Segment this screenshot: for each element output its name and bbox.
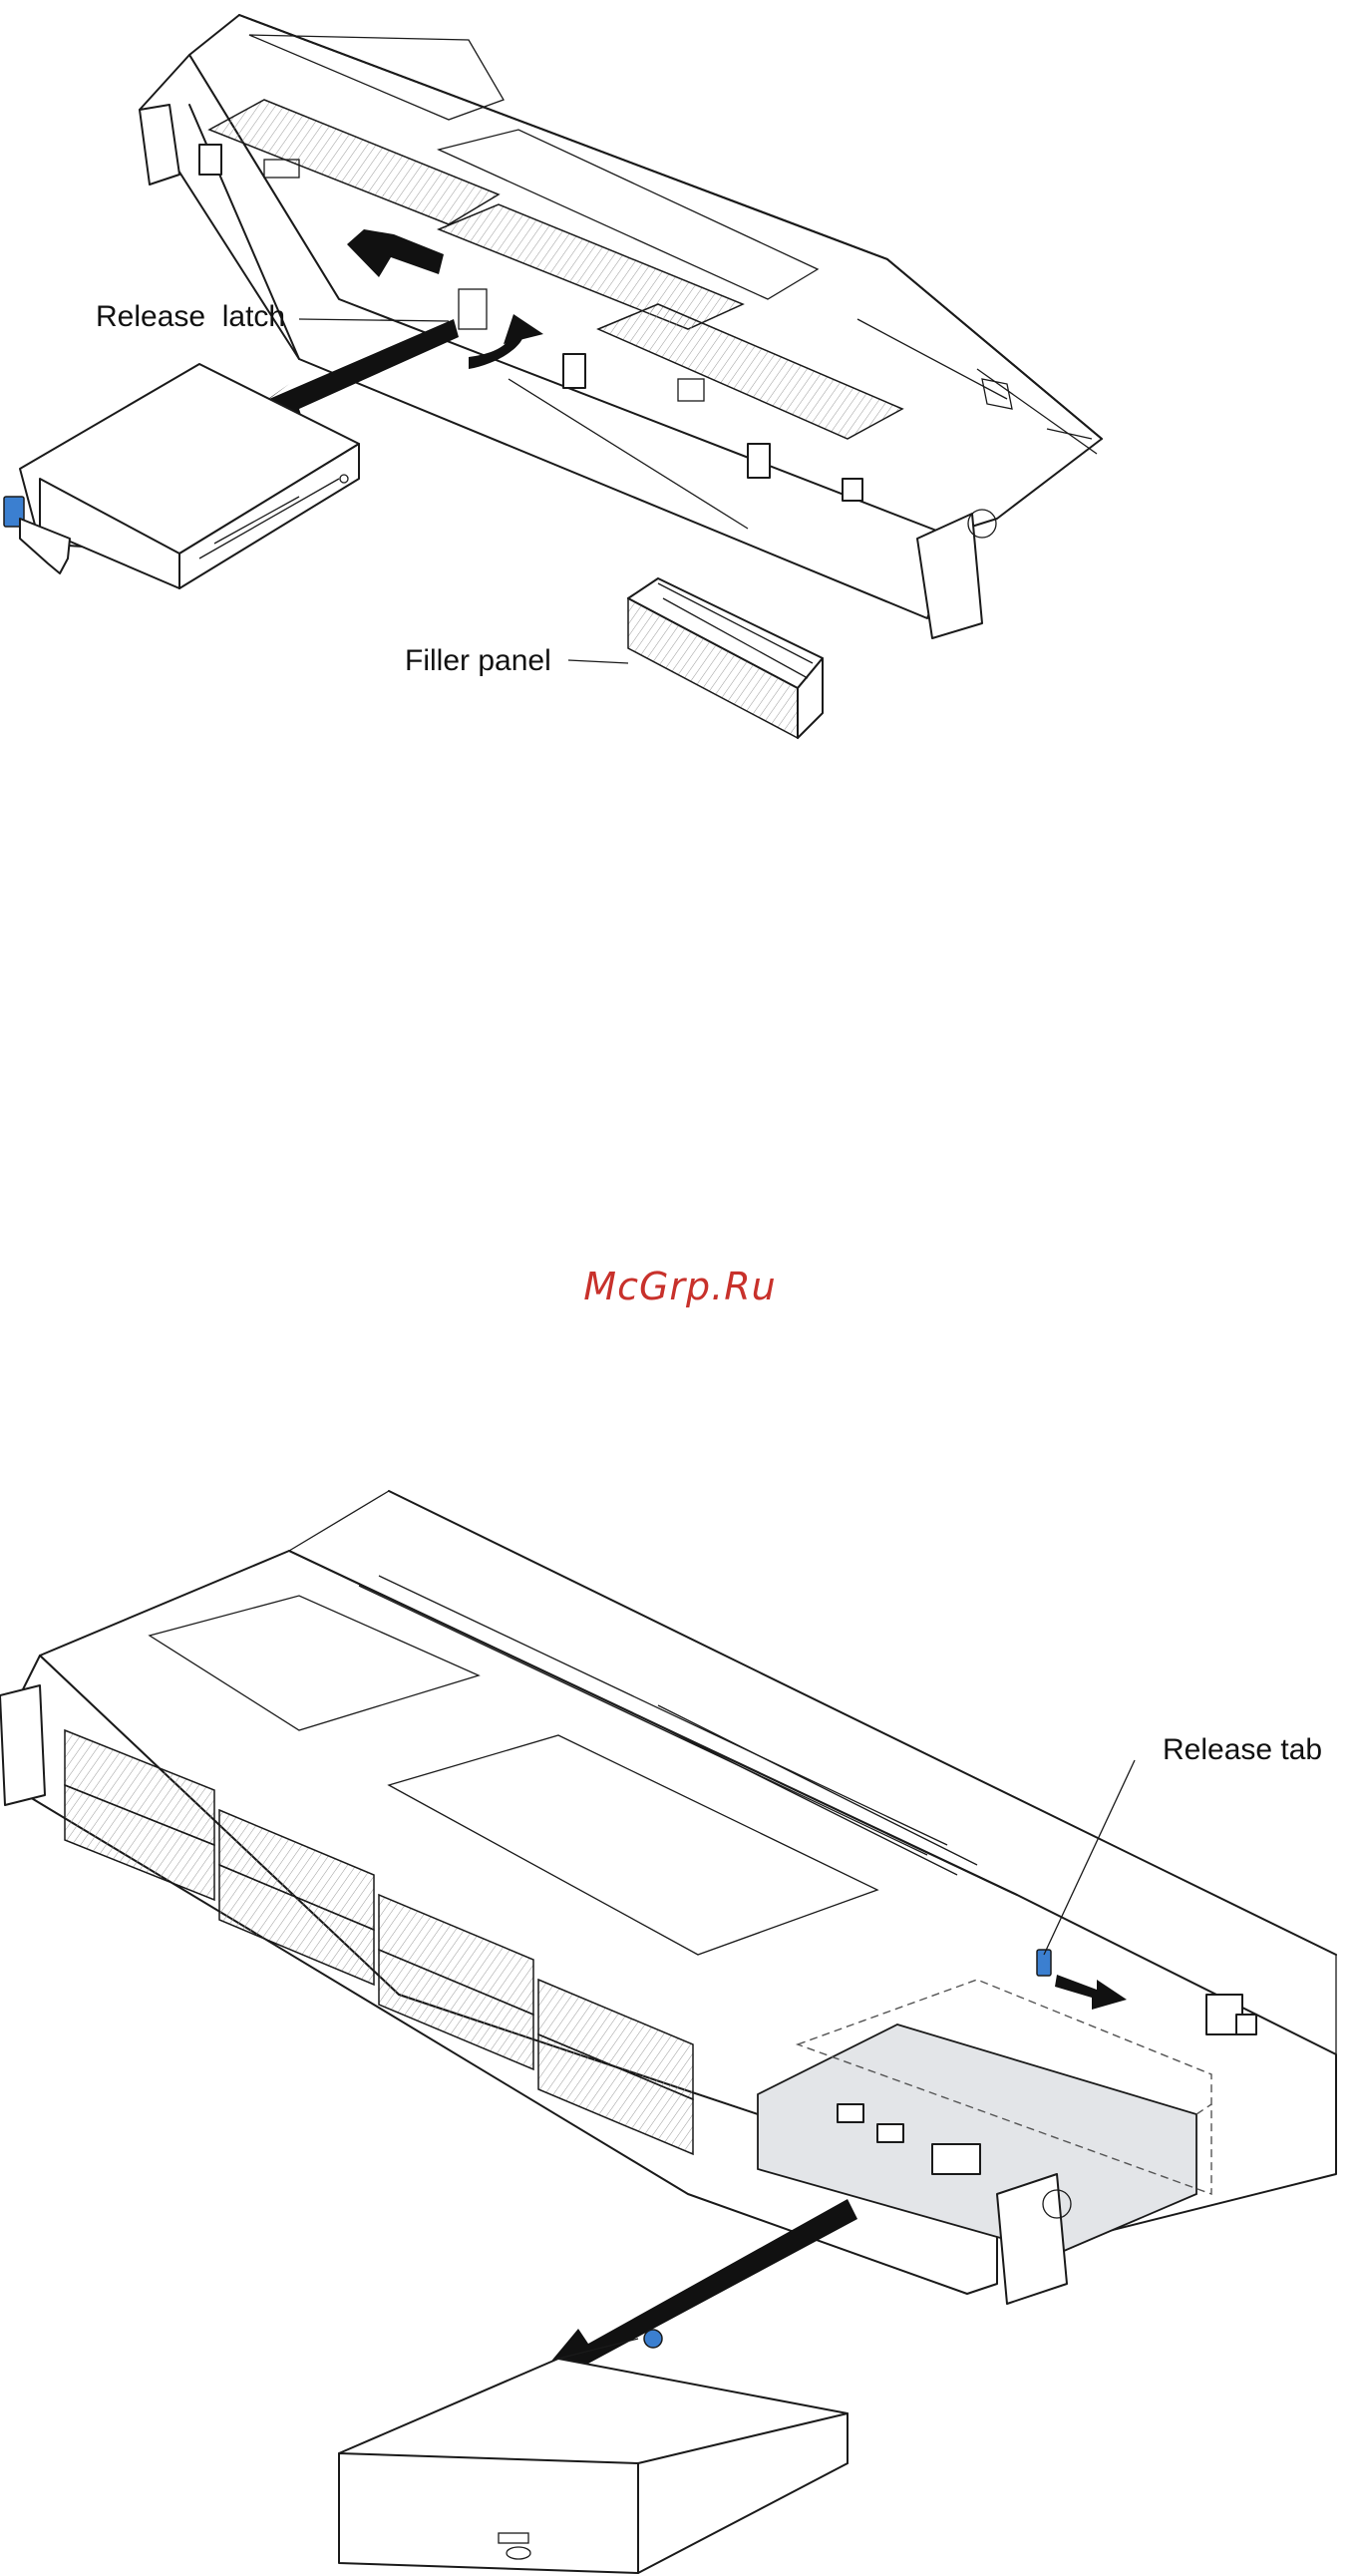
- figure-1-drive-removal-illustration: [0, 0, 1360, 798]
- removal-arrows-2: [528, 1975, 1127, 2389]
- release-latch-label: Release latch: [96, 302, 285, 332]
- filler-panel-label: Filler panel: [405, 646, 551, 676]
- filler-panel-leader: [568, 660, 628, 663]
- release-tab-leader: [1044, 1760, 1135, 1955]
- release-tab-part: [1037, 1950, 1051, 1976]
- watermark-text: McGrp.Ru: [0, 1265, 1360, 1308]
- server-chassis-2: [0, 1491, 1336, 2304]
- optical-drive-part: [339, 2330, 848, 2573]
- filler-panel-part: [628, 578, 823, 738]
- release-tab-label: Release tab: [1163, 1735, 1322, 1765]
